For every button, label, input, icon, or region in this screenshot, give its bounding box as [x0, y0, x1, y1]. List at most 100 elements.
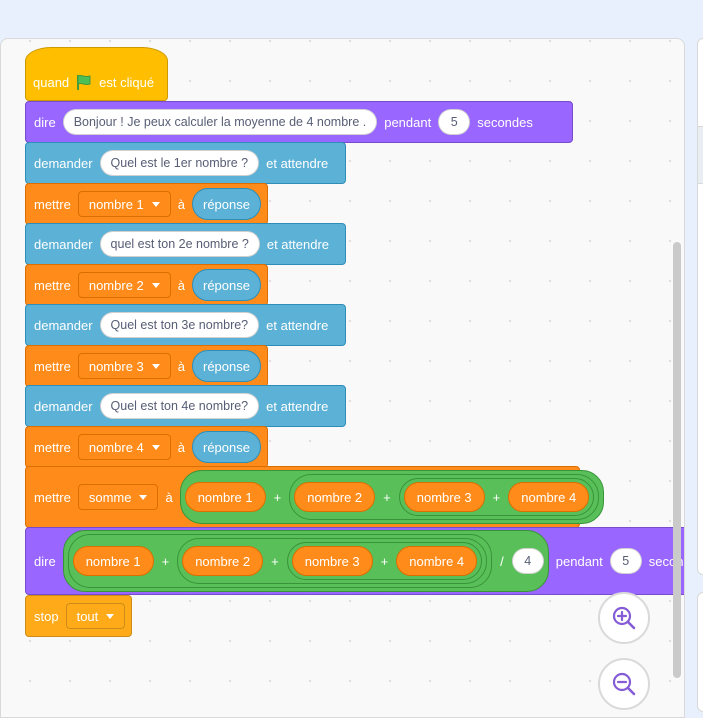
nombre-3-reporter[interactable]: nombre 3	[291, 546, 373, 576]
divide-sign: /	[500, 553, 504, 569]
ask-question-input-1[interactable]: Quel est le 1er nombre ?	[99, 150, 260, 176]
plus-sign: +	[383, 489, 391, 505]
secondes-label: secondes	[477, 114, 533, 130]
stage-panel	[697, 38, 703, 575]
say-for-secs-block[interactable]: dire Bonjour ! Je peux calculer la moyen…	[25, 101, 573, 143]
set-sum-block[interactable]: mettre somme à nombre 1 + nombre 2 + nom…	[25, 466, 605, 528]
ask-label: demander	[34, 317, 93, 333]
variable-name: somme	[88, 489, 132, 505]
nombre-1-reporter[interactable]: nombre 1	[184, 482, 266, 512]
plus-sign: +	[492, 489, 501, 505]
dropdown-caret-icon	[151, 201, 160, 207]
ask-label: demander	[34, 236, 93, 252]
set-label: mettre	[34, 358, 71, 374]
variable-dropdown-1[interactable]: nombre 1	[77, 191, 171, 217]
set-label: mettre	[34, 277, 71, 293]
add-operator-inner[interactable]: nombre 3 + nombre 4	[398, 478, 595, 516]
plus-sign: +	[380, 553, 389, 569]
vertical-scrollbar[interactable]	[673, 242, 681, 678]
plus-sign: +	[273, 489, 282, 505]
ask-question-input-2[interactable]: quel est ton 2e nombre ?	[99, 231, 260, 257]
add-operator-middle[interactable]: nombre 2 + nombre 3 + nombre 4	[177, 538, 488, 584]
when-flag-clicked-block[interactable]: quand est cliqué	[25, 47, 168, 101]
zoom-in-icon	[612, 606, 636, 630]
to-label: à	[177, 277, 185, 293]
variable-name: nombre 1	[88, 196, 144, 212]
answer-reporter-1[interactable]: réponse	[192, 188, 261, 220]
plus-sign: +	[161, 553, 170, 569]
variable-name: nombre 4	[88, 439, 144, 455]
to-label: à	[177, 196, 185, 212]
set-label: mettre	[34, 439, 71, 455]
variable-dropdown-4[interactable]: nombre 4	[77, 434, 171, 460]
ask-question-input-4[interactable]: Quel est ton 4e nombre?	[99, 393, 260, 419]
wait-label: et attendre	[266, 236, 329, 252]
wait-label: et attendre	[266, 155, 329, 171]
sprite-panel	[697, 592, 703, 712]
variable-dropdown-3[interactable]: nombre 3	[77, 353, 171, 379]
set-variable-block-1[interactable]: mettre nombre 1 à réponse	[25, 183, 268, 225]
green-flag-icon	[77, 74, 91, 90]
nombre-1-reporter[interactable]: nombre 1	[72, 546, 154, 576]
zoom-out-button[interactable]	[598, 658, 650, 710]
ask-label: demander	[34, 398, 93, 414]
nombre-2-reporter[interactable]: nombre 2	[294, 482, 376, 512]
stop-label: stop	[34, 608, 59, 624]
variable-dropdown-2[interactable]: nombre 2	[77, 272, 171, 298]
dropdown-caret-icon	[151, 363, 160, 369]
add-operator-middle[interactable]: nombre 2 + nombre 3 + nombre 4	[289, 474, 600, 520]
nombre-2-reporter[interactable]: nombre 2	[182, 546, 264, 576]
stop-block[interactable]: stop tout	[25, 595, 132, 637]
set-variable-block-3[interactable]: mettre nombre 3 à réponse	[25, 345, 268, 387]
wait-label: et attendre	[266, 317, 329, 333]
to-label: à	[165, 489, 173, 505]
wait-label: et attendre	[266, 398, 329, 414]
variable-name: nombre 2	[88, 277, 144, 293]
set-label: mettre	[34, 489, 71, 505]
say-label: dire	[34, 553, 56, 569]
stop-option: tout	[76, 608, 99, 624]
dropdown-caret-icon	[106, 613, 115, 619]
to-label: à	[177, 439, 185, 455]
pendant-label: pendant	[384, 114, 432, 130]
dropdown-caret-icon	[151, 282, 160, 288]
ask-and-wait-block-3[interactable]: demander Quel est ton 3e nombre? et atte…	[25, 304, 346, 346]
say-message-input[interactable]: Bonjour ! Je peux calculer la moyenne de…	[62, 109, 378, 135]
set-variable-block-2[interactable]: mettre nombre 2 à réponse	[25, 264, 268, 306]
plus-sign: +	[271, 553, 279, 569]
set-label: mettre	[34, 196, 71, 212]
stop-option-dropdown[interactable]: tout	[65, 603, 126, 629]
answer-reporter-2[interactable]: réponse	[192, 269, 261, 301]
ask-and-wait-block-2[interactable]: demander quel est ton 2e nombre ? et att…	[25, 223, 346, 265]
sum-variable-dropdown[interactable]: somme	[77, 484, 159, 510]
add-operator-outer[interactable]: nombre 1 + nombre 2 + nombre 3 + nombre …	[179, 470, 605, 524]
zoom-in-button[interactable]	[598, 592, 650, 644]
hat-clicked-label: est cliqué	[99, 74, 155, 90]
say-secs-input[interactable]: 5	[609, 548, 642, 574]
add-operator-outer[interactable]: nombre 1 + nombre 2 + nombre 3 + nombre …	[67, 534, 493, 588]
say-label: dire	[34, 114, 56, 130]
variable-name: nombre 3	[88, 358, 144, 374]
divisor-input[interactable]: 4	[511, 548, 544, 574]
ask-label: demander	[34, 155, 93, 171]
say-secs-input[interactable]: 5	[438, 109, 471, 135]
ask-and-wait-block-4[interactable]: demander Quel est ton 4e nombre? et atte…	[25, 385, 346, 427]
hat-when-label: quand	[33, 74, 70, 90]
say-average-block[interactable]: dire nombre 1 + nombre 2 + nombre 3 + no…	[25, 527, 684, 595]
code-workspace[interactable]: quand est cliqué dire Bonjour ! Je peux …	[0, 38, 685, 718]
ask-and-wait-block-1[interactable]: demander Quel est le 1er nombre ? et att…	[25, 142, 346, 184]
answer-reporter-4[interactable]: réponse	[192, 431, 261, 463]
answer-reporter-3[interactable]: réponse	[192, 350, 261, 382]
add-operator-inner[interactable]: nombre 3 + nombre 4	[286, 542, 483, 580]
nombre-3-reporter[interactable]: nombre 3	[403, 482, 485, 512]
dropdown-caret-icon	[139, 494, 148, 500]
to-label: à	[177, 358, 185, 374]
divide-operator[interactable]: nombre 1 + nombre 2 + nombre 3 + nombre …	[62, 530, 549, 592]
pendant-label: pendant	[555, 553, 603, 569]
dropdown-caret-icon	[151, 444, 160, 450]
nombre-4-reporter[interactable]: nombre 4	[508, 482, 590, 512]
set-variable-block-4[interactable]: mettre nombre 4 à réponse	[25, 426, 268, 468]
ask-question-input-3[interactable]: Quel est ton 3e nombre?	[99, 312, 260, 338]
nombre-4-reporter[interactable]: nombre 4	[396, 546, 478, 576]
stage-panel-tab[interactable]	[698, 126, 703, 184]
